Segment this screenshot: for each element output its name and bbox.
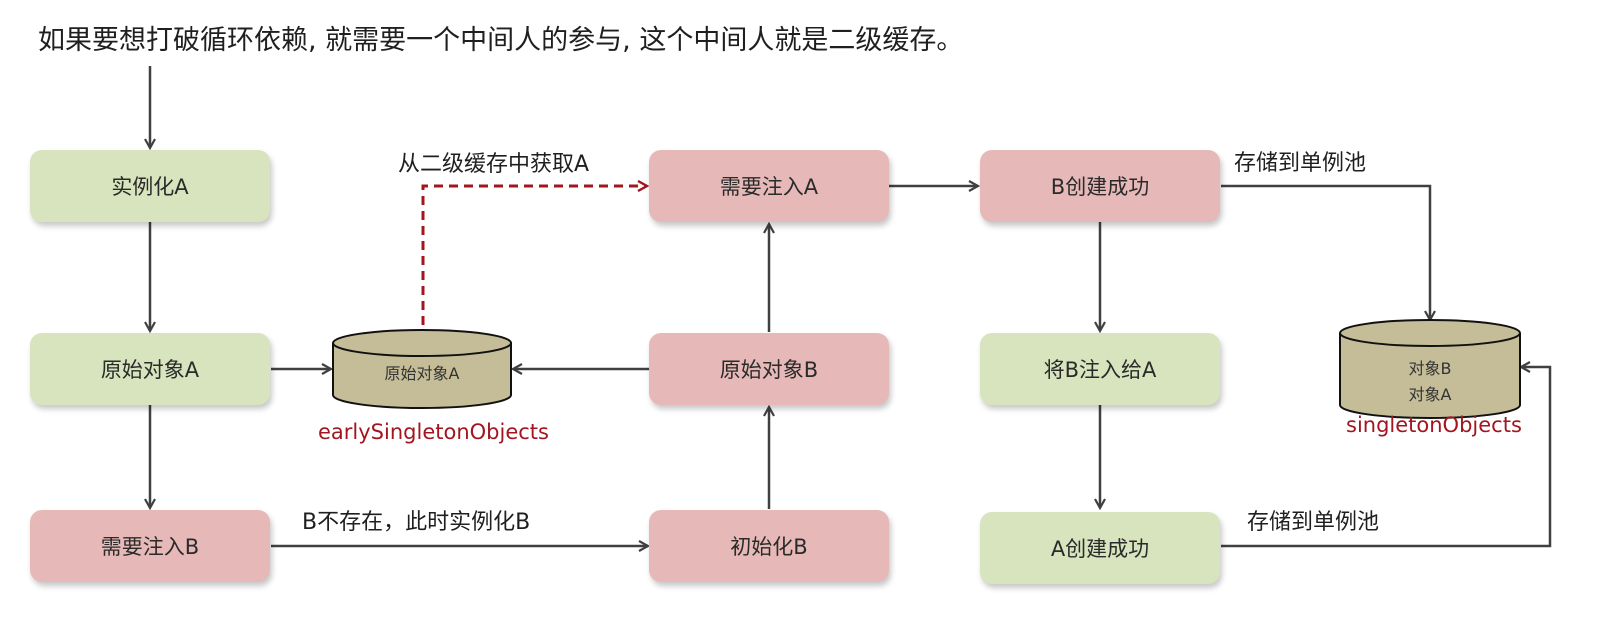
singleton-cache-content-a: 对象A — [1408, 385, 1452, 404]
node-raw-object-b: 原始对象B — [649, 333, 889, 405]
singleton-cache-label: singletonObjects — [1346, 413, 1522, 437]
edge-label-store-pool-b: 存储到单例池 — [1234, 151, 1367, 176]
edge-label-get-from-cache: 从二级缓存中获取A — [398, 152, 590, 177]
node-init-b: 初始化B — [649, 510, 889, 582]
node-b-created: B创建成功 — [980, 150, 1220, 222]
dashed-arrow-early-cache-to-need-a — [421, 186, 647, 325]
node-a-created: A创建成功 — [980, 512, 1220, 584]
node-instantiate-a: 实例化A — [30, 150, 270, 222]
singleton-cache-cylinder — [1339, 319, 1521, 419]
arrow-b-created-to-singleton-cache — [1221, 184, 1430, 320]
node-raw-object-a: 原始对象A — [30, 333, 270, 405]
diagram-title: 如果要想打破循环依赖, 就需要一个中间人的参与, 这个中间人就是二级缓存。 — [38, 25, 964, 56]
early-cache-label: earlySingletonObjects — [318, 420, 549, 444]
arrow-a-created-to-singleton-cache — [1221, 367, 1552, 548]
node-need-inject-a: 需要注入A — [649, 150, 889, 222]
singleton-cache-content-b: 对象B — [1408, 359, 1452, 378]
early-cache-cylinder — [332, 329, 512, 409]
node-inject-b-into-a: 将B注入给A — [980, 333, 1220, 405]
edge-label-store-pool-a: 存储到单例池 — [1247, 510, 1380, 535]
early-cache-content: 原始对象A — [384, 364, 460, 383]
edge-label-b-not-exist: B不存在，此时实例化B — [302, 510, 531, 535]
node-need-inject-b: 需要注入B — [30, 510, 270, 582]
